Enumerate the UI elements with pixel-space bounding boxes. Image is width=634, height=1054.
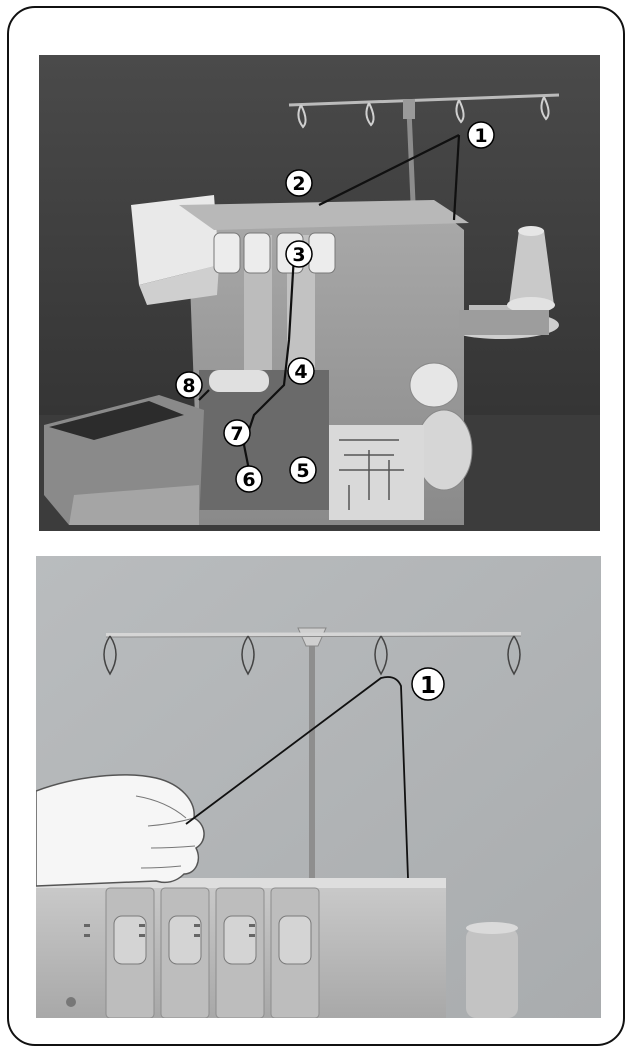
svg-text:2: 2	[292, 173, 305, 195]
callout-1: 1	[467, 121, 495, 149]
svg-text:4: 4	[294, 361, 307, 383]
svg-text:8: 8	[182, 375, 195, 397]
callout-3: 3	[285, 240, 313, 268]
thread-guide-illustration: 1	[36, 556, 601, 1018]
bottom-photo-thread-guide: 1	[36, 556, 601, 1018]
callout-4: 4	[287, 357, 315, 385]
top-photo-serger-overview: 1 2 3 4 5 6 7 8	[39, 55, 600, 531]
serger-machine-illustration: 1 2 3 4 5 6 7 8	[39, 55, 600, 531]
svg-text:3: 3	[292, 244, 305, 266]
svg-text:5: 5	[296, 460, 309, 482]
callout-1: 1	[411, 667, 445, 701]
callout-8: 8	[175, 371, 203, 399]
svg-text:1: 1	[420, 673, 436, 699]
callout-7: 7	[223, 419, 251, 447]
svg-text:1: 1	[474, 125, 487, 147]
svg-text:7: 7	[230, 423, 243, 445]
callout-5: 5	[289, 456, 317, 484]
callout-6: 6	[235, 465, 263, 493]
svg-text:6: 6	[242, 469, 255, 491]
callout-2: 2	[285, 169, 313, 197]
